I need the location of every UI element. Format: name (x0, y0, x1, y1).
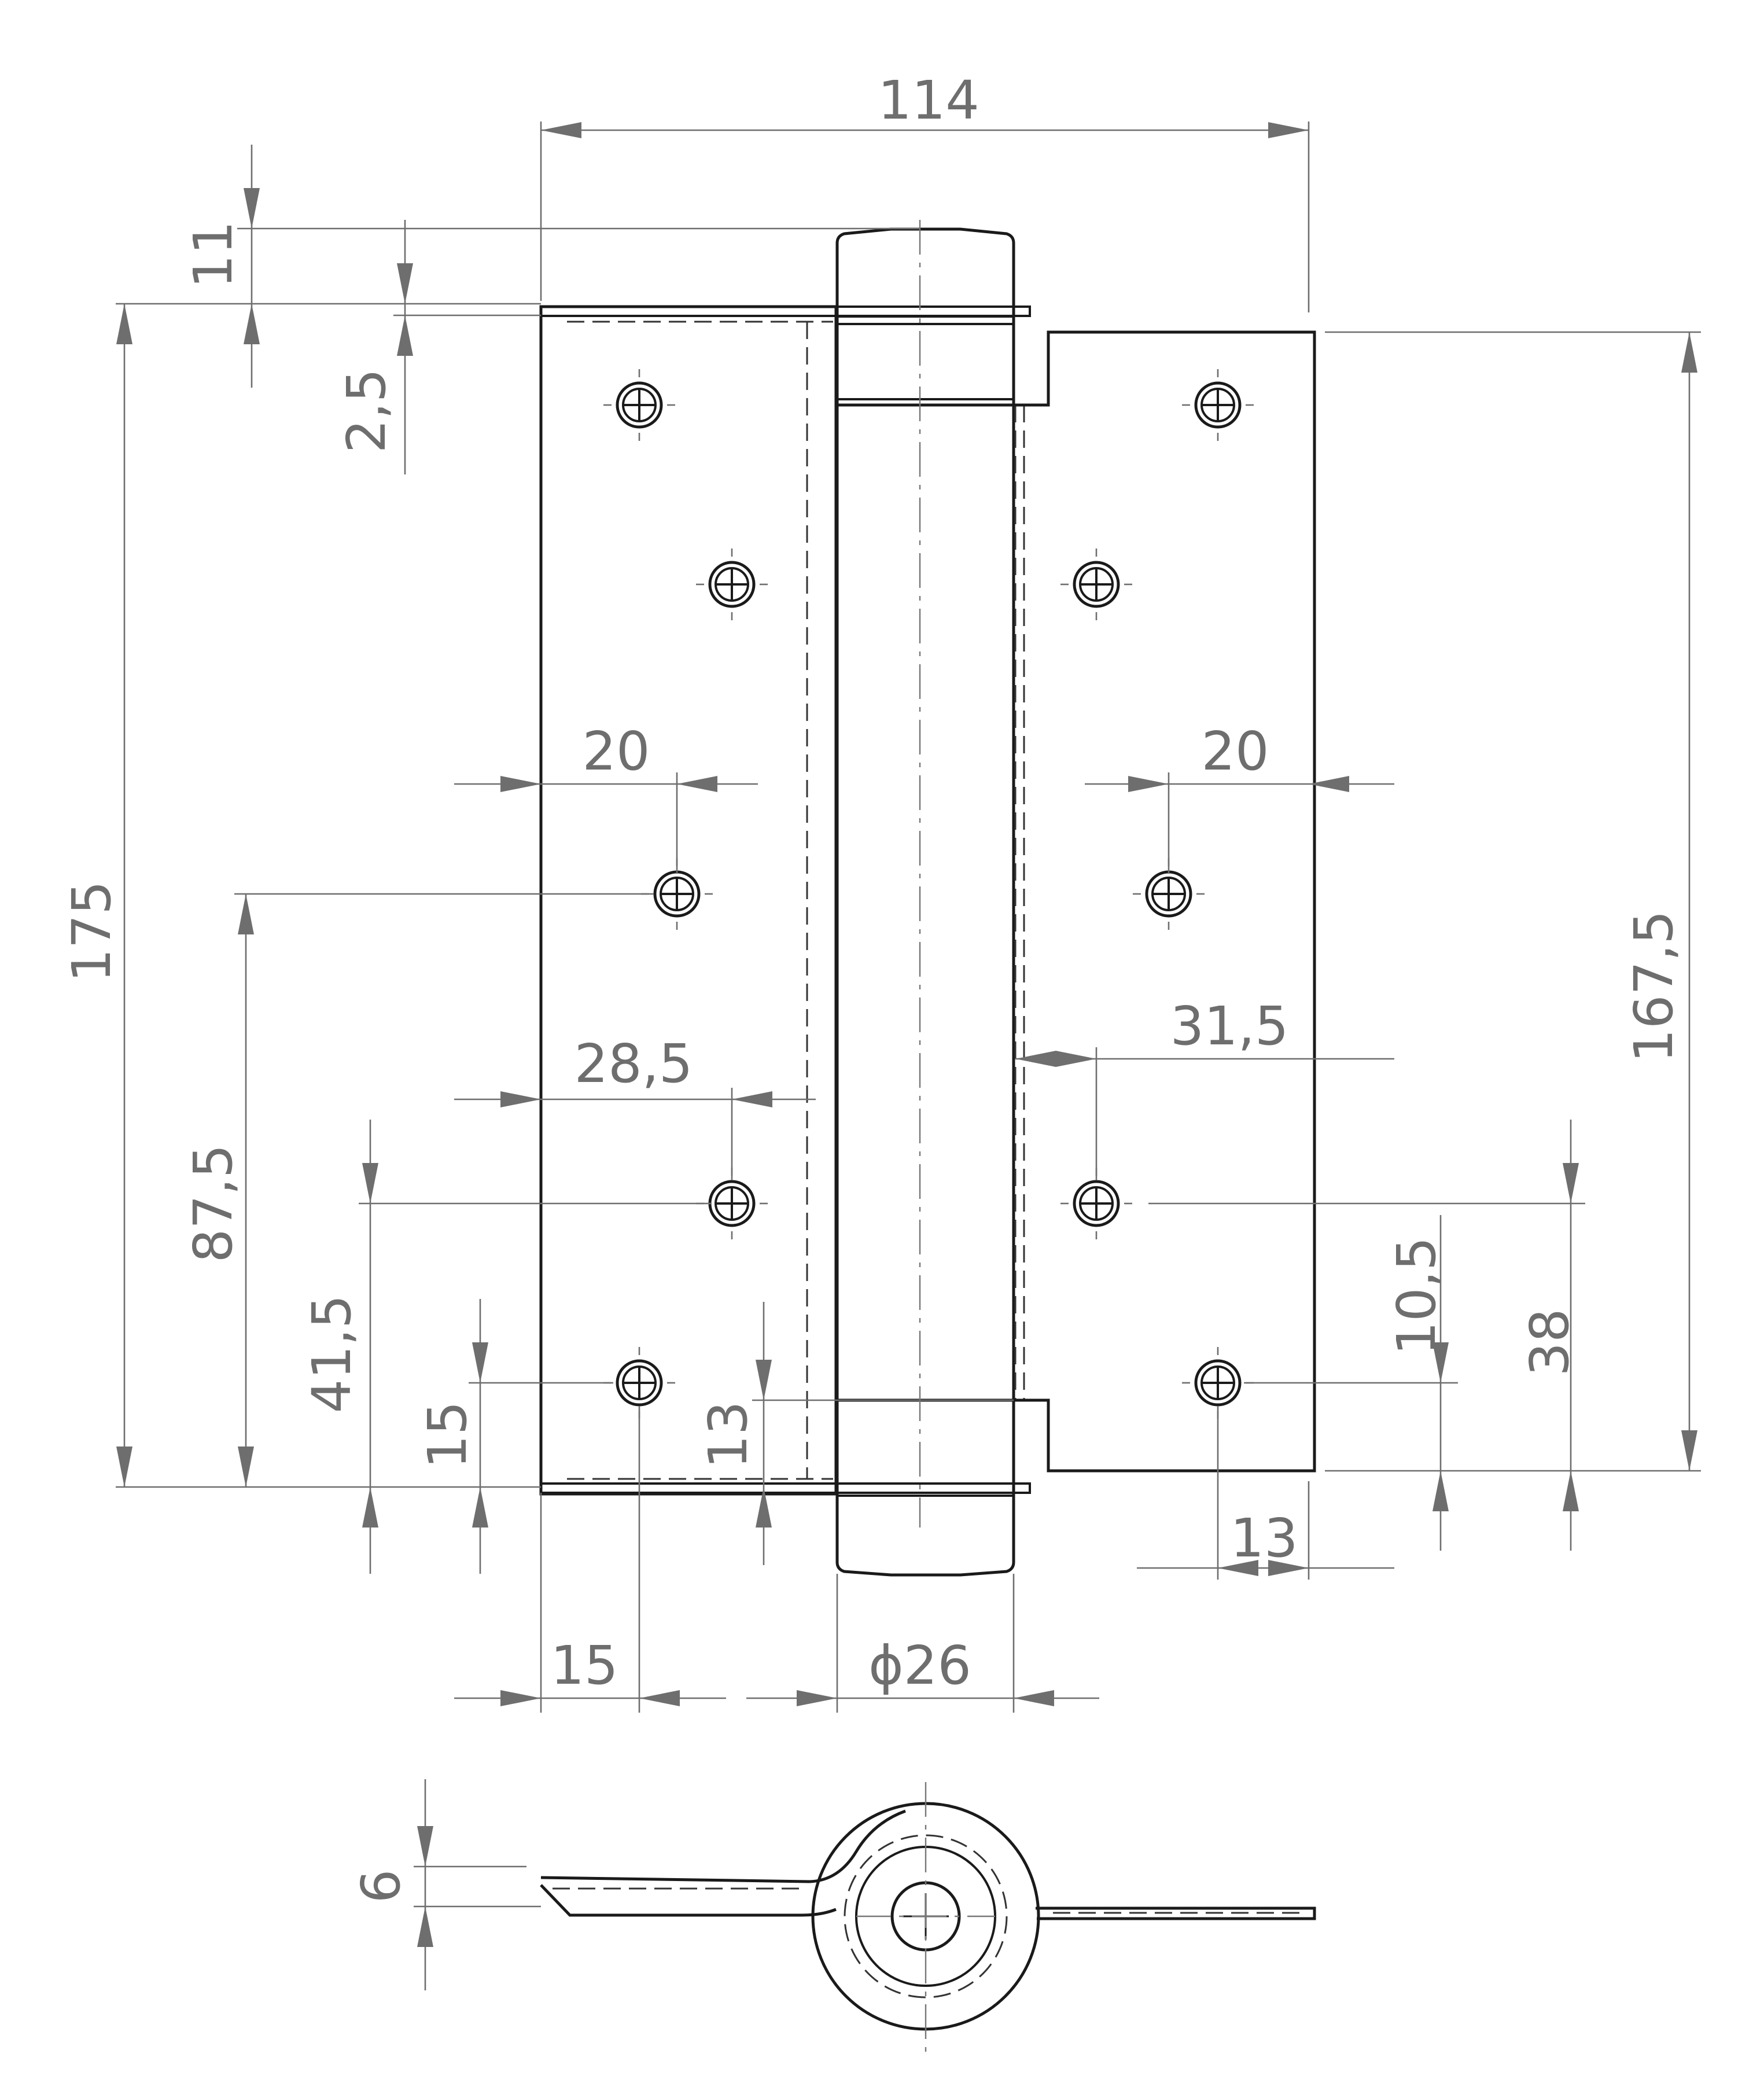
screw-hole-outer (1073, 1180, 1120, 1227)
dimension-arrow (1681, 1430, 1697, 1471)
screw-hole (1060, 1168, 1132, 1239)
barrel (835, 403, 1015, 1402)
screw-hole (696, 549, 768, 620)
screw-hole-outer (1073, 561, 1120, 608)
screw-hole-inner (1200, 1365, 1235, 1400)
dimension-arrow (397, 315, 413, 356)
dim-right-hole-offset: 20 (1201, 720, 1269, 782)
screw-hole-inner (715, 567, 749, 602)
dimension-arrow (417, 1906, 433, 1947)
dim-right-inner-offset: 31,5 (1170, 995, 1289, 1057)
dimension-arrow (500, 1091, 541, 1107)
dimension-arrow (677, 776, 717, 792)
dimension-labels: 114 11 2,5 175 167,5 20 20 87,5 28,5 31,… (61, 69, 1685, 1903)
dimension-arrow (417, 1826, 433, 1867)
dimension-arrow (1432, 1471, 1449, 1511)
dimension-lines (116, 122, 1701, 1990)
dim-left-edge-hole: 15 (550, 1635, 618, 1696)
screw-hole (603, 369, 675, 441)
dimension-arrow (541, 122, 581, 138)
dimension-arrow (1432, 1342, 1449, 1383)
hinge-section-view (540, 1782, 1316, 2060)
screw-hole (641, 858, 713, 930)
dimension-arrow (1563, 1163, 1579, 1203)
dimension-arrow (1128, 776, 1169, 792)
dim-right-edge-offset: 13 (1230, 1507, 1298, 1569)
dimension-arrow (116, 1446, 132, 1487)
dimension-arrow (1268, 1560, 1309, 1576)
dimension-arrow (238, 894, 254, 934)
dimension-arrows (116, 122, 1697, 1947)
right-leaf (1014, 330, 1316, 1473)
dimension-arrow (500, 776, 541, 792)
dimension-arrow (362, 1487, 378, 1528)
dimension-arrow (797, 1690, 837, 1706)
dim-left-bottom-hole: 15 (417, 1401, 478, 1468)
hinge-front-view (539, 220, 1316, 1577)
screw-hole-outer (616, 381, 663, 429)
screw-hole-inner (622, 1365, 657, 1400)
screw-hole-inner (1151, 877, 1186, 911)
dimension-arrow (472, 1487, 488, 1528)
screw-hole-inner (1200, 388, 1235, 422)
dim-total-width: 114 (878, 69, 979, 131)
dim-right-hole-spacing: 10,5 (1386, 1237, 1448, 1356)
dim-left-hole-height: 41,5 (301, 1295, 363, 1414)
dimension-arrow (756, 1360, 772, 1400)
dimension-arrow (1218, 1560, 1258, 1576)
dimension-arrow (244, 188, 260, 229)
dim-left-inner-offset: 28,5 (575, 1033, 693, 1095)
dimension-arrow (732, 1091, 772, 1107)
top-plate (540, 306, 1031, 317)
dimension-arrow (1309, 776, 1349, 792)
dimension-arrow (756, 1487, 772, 1528)
screw-hole (1182, 369, 1254, 441)
dimension-arrow (1268, 122, 1309, 138)
section-barrel-dashed (844, 1834, 1008, 1998)
dimension-arrow (1681, 332, 1697, 373)
dimension-arrow (639, 1690, 680, 1706)
left-leaf (539, 305, 838, 1496)
screw-hole-inner (715, 1186, 749, 1221)
screw-hole-outer (616, 1359, 663, 1407)
dim-left-knuckle-gap: 13 (697, 1401, 759, 1468)
dimension-arrow (244, 304, 260, 344)
screw-hole (1060, 549, 1132, 620)
screw-hole-outer (1194, 1359, 1242, 1407)
dimension-arrow (500, 1690, 541, 1706)
bottom-plate (540, 1482, 1031, 1494)
section-left-leaf (540, 1809, 906, 1883)
dim-right-height: 167,5 (1623, 910, 1685, 1062)
dimension-arrow (238, 1446, 254, 1487)
dimension-arrow (1056, 1051, 1096, 1067)
screw-holes (603, 369, 1254, 1419)
dimension-arrow (397, 263, 413, 304)
screw-hole-inner (1079, 567, 1114, 602)
dim-right-hole-height: 38 (1519, 1308, 1581, 1376)
section-right-leaf (1036, 1906, 1316, 1920)
section-left-leaf-bottom (540, 1884, 837, 1917)
dim-diameter: ϕ26 (868, 1635, 971, 1696)
dimension-arrow (362, 1163, 378, 1203)
dim-left-center-height: 87,5 (182, 1144, 244, 1263)
dimension-arrow (1014, 1690, 1054, 1706)
screw-hole-outer (1194, 381, 1242, 429)
dimension-arrow (472, 1342, 488, 1383)
dimension-arrow (1015, 1051, 1056, 1067)
dim-section-thickness: 6 (350, 1869, 412, 1904)
screw-hole-inner (622, 388, 657, 422)
dim-left-hole-offset: 20 (582, 720, 650, 782)
dimension-arrow (1563, 1471, 1579, 1511)
dimension-arrow (116, 304, 132, 344)
screw-hole-inner (1079, 1186, 1114, 1221)
top-knuckle (835, 227, 1015, 405)
dim-pin-top: 11 (182, 220, 244, 288)
screw-hole-inner (660, 877, 694, 911)
bottom-knuckle (835, 1400, 1015, 1577)
dim-left-height: 175 (61, 881, 123, 982)
dim-plate-thickness: 2,5 (336, 369, 397, 453)
screw-hole-outer (708, 561, 756, 608)
